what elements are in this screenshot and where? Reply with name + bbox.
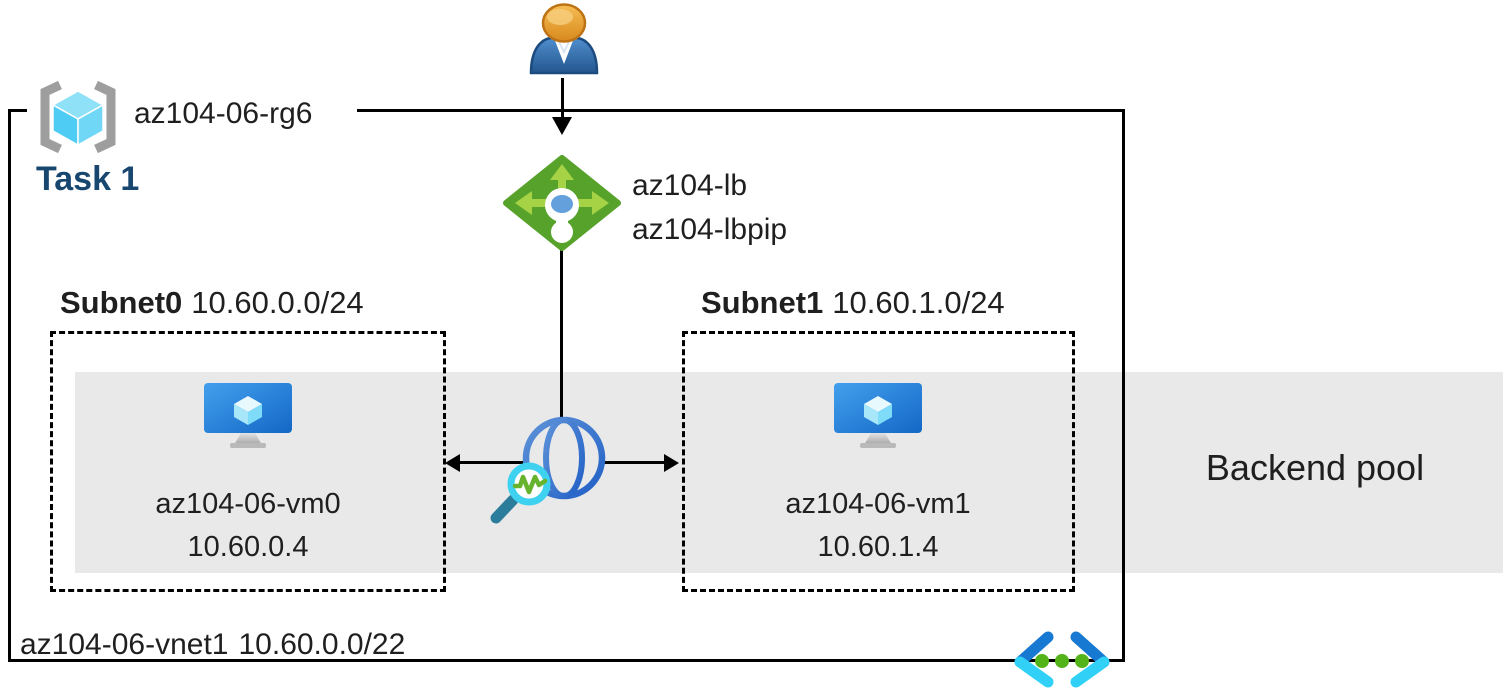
resource-group-brackets-cube-icon [40, 80, 116, 154]
vm0-ip: 10.60.0.4 [187, 531, 309, 563]
virtual-network-chevrons-icon [1014, 631, 1110, 688]
vnet-label: az104-06-vnet1 10.60.0.0/22 [20, 628, 405, 662]
subnet-arrowhead-right [664, 454, 679, 472]
subnet-arrowhead-left [445, 454, 460, 472]
virtual-machine-icon [204, 383, 292, 448]
virtual-machine-icon [834, 383, 922, 448]
subnet0-cidr: 10.60.0.0/24 [191, 285, 364, 320]
subnet0-box [50, 331, 446, 592]
resource-group-boundary [8, 109, 1125, 662]
load-balancer-name: az104-lb [632, 169, 748, 202]
lb-to-probe-line [560, 249, 563, 424]
vnet-name: az104-06-vnet1 [20, 628, 229, 661]
user-icon [529, 3, 599, 75]
load-balancer-pip: az104-lbpip [632, 213, 788, 246]
load-balancer-icon [503, 155, 621, 251]
backend-pool-label: Backend pool [1205, 447, 1425, 488]
vm1-name: az104-06-vm1 [785, 488, 971, 520]
globe-magnifier-health-probe-icon [490, 416, 606, 524]
vm0-name: az104-06-vm0 [155, 488, 341, 520]
task-label: Task 1 [36, 160, 140, 198]
user-to-lb-line [561, 78, 564, 118]
user-to-lb-arrowhead [552, 117, 572, 135]
vm1-ip: 10.60.1.4 [817, 531, 939, 563]
subnet1-name: Subnet1 [701, 285, 824, 320]
subnet1-box [682, 331, 1075, 592]
subnet0-name: Subnet0 [60, 285, 183, 320]
backend-pool-band [75, 372, 1503, 573]
vnet-cidr: 10.60.0.0/22 [238, 628, 406, 661]
subnet1-cidr: 10.60.1.0/24 [832, 285, 1005, 320]
resource-group-label: az104-06-rg6 [134, 97, 313, 130]
